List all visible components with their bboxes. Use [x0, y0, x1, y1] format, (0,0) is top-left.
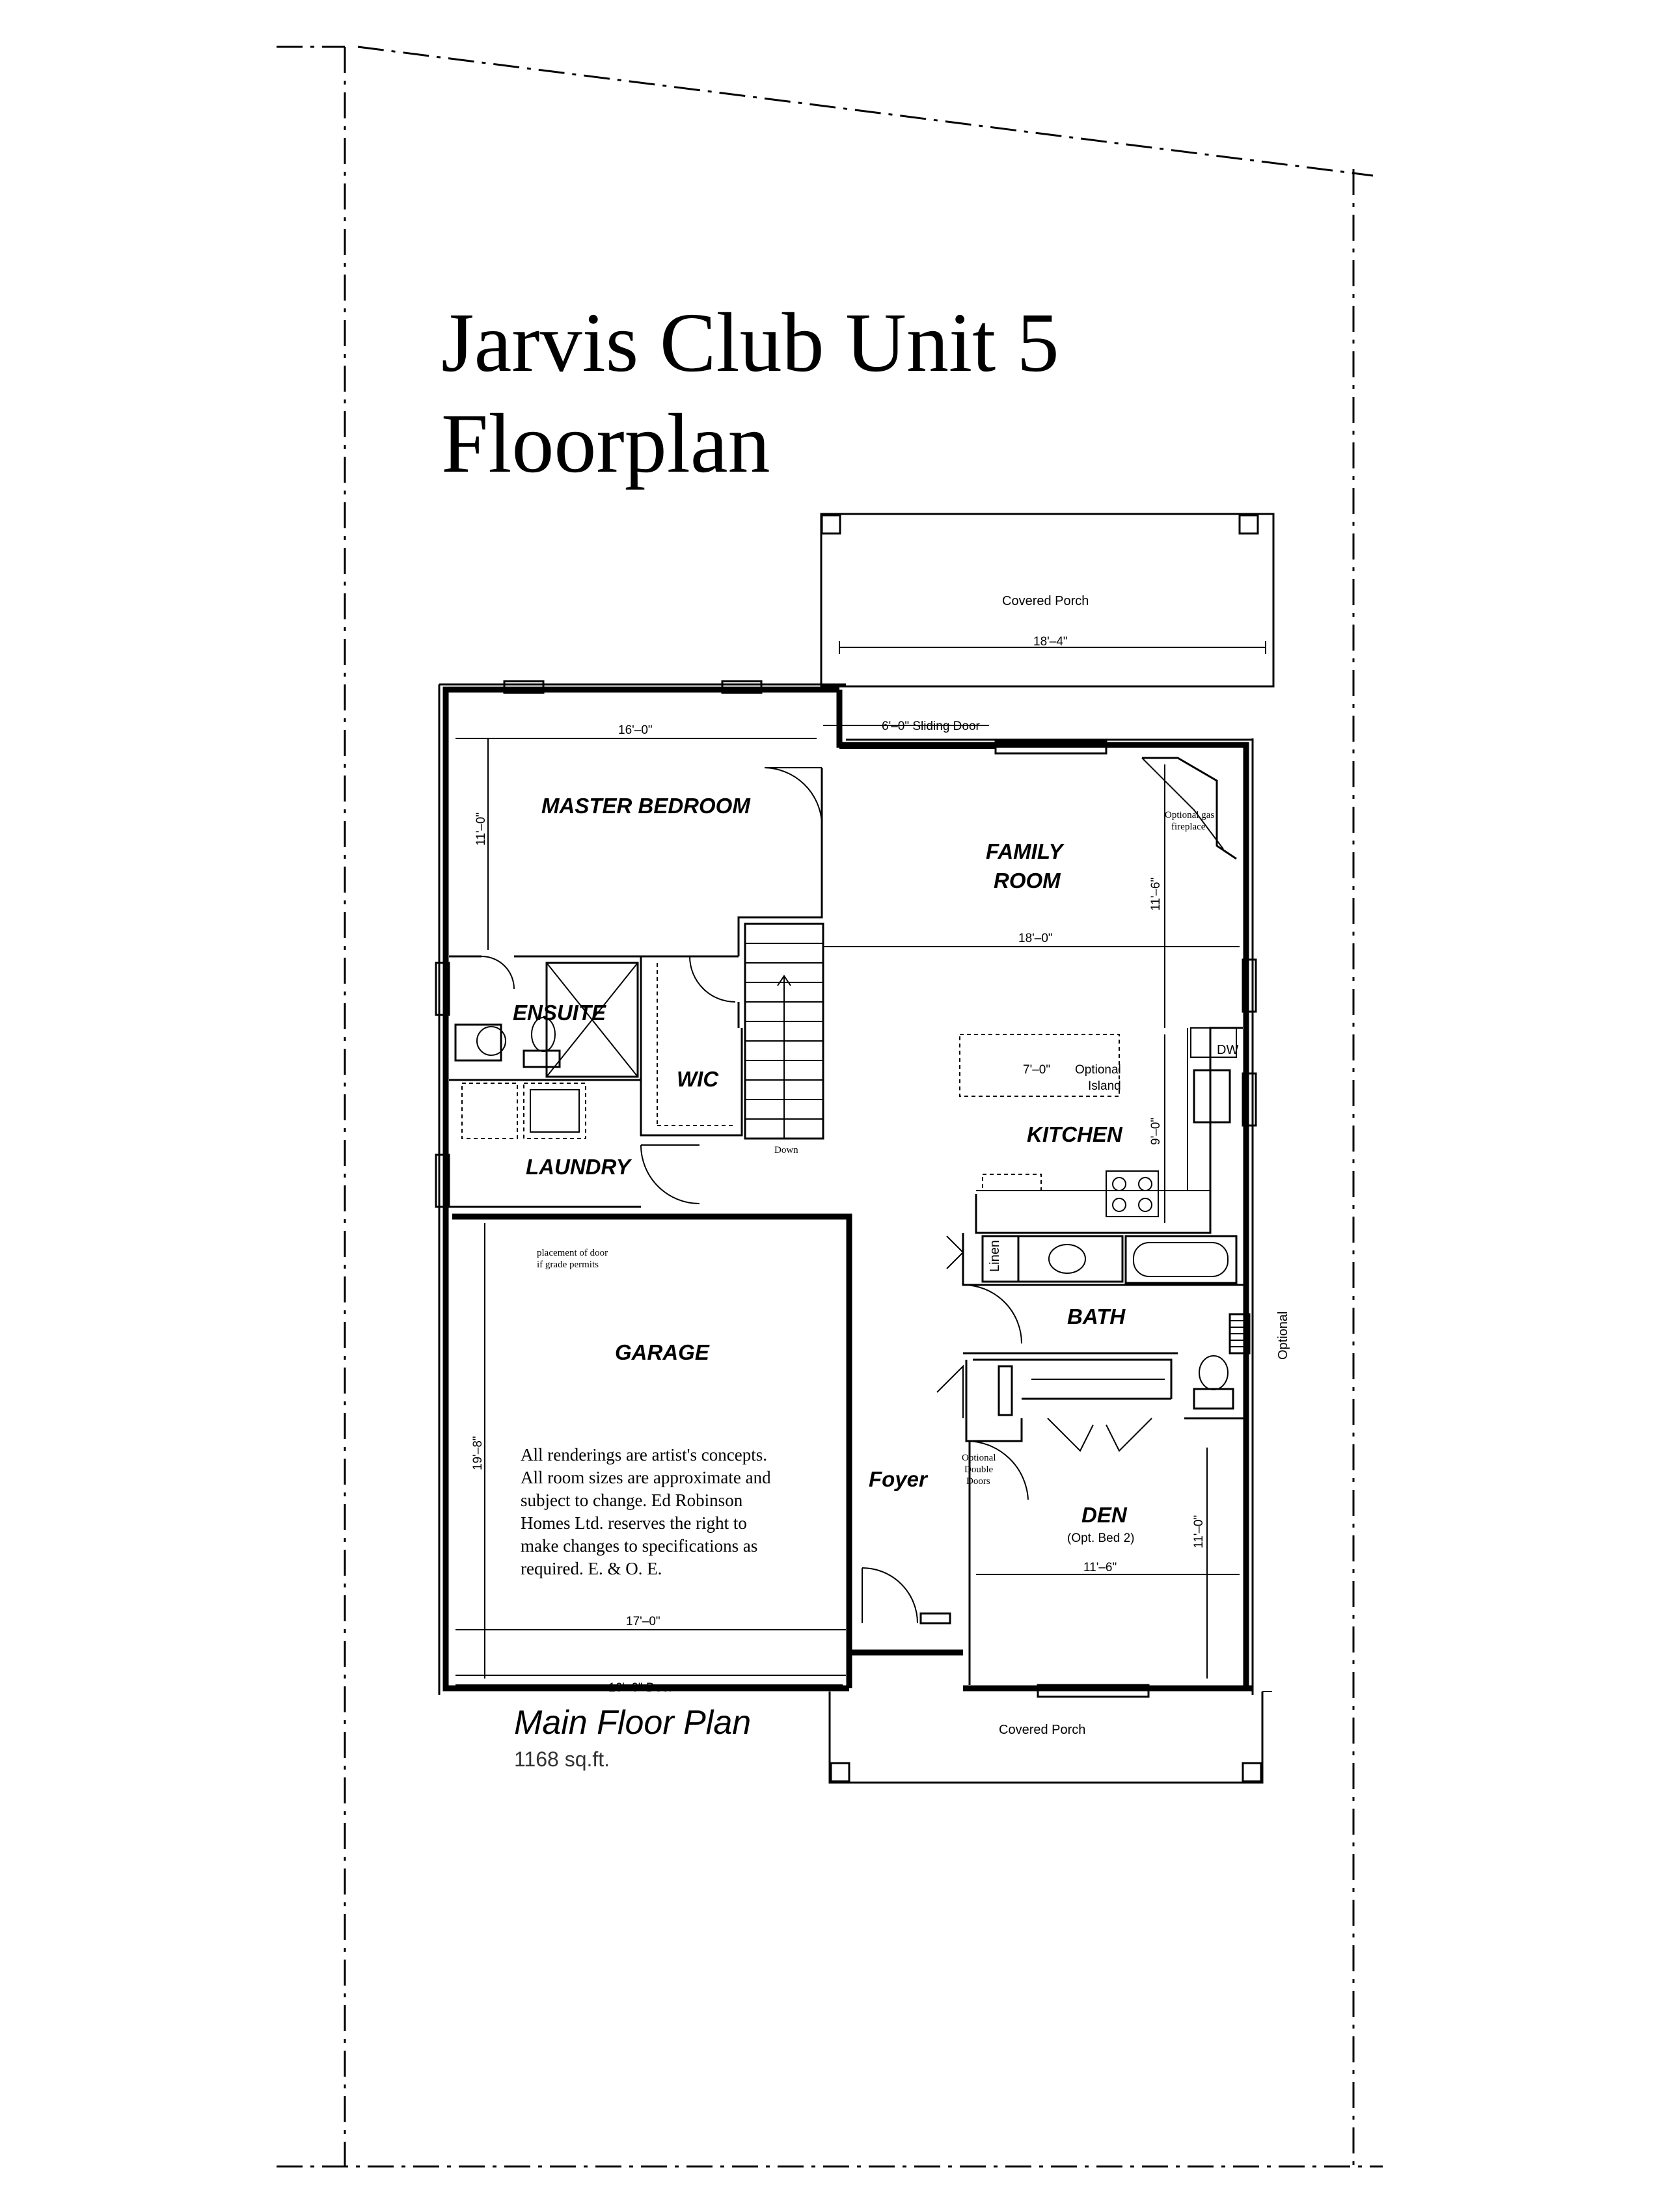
- sliding-door: [823, 725, 996, 749]
- room-label: ROOM: [994, 869, 1061, 893]
- rear-porch-label: Covered Porch: [1002, 594, 1089, 608]
- front-covered-porch: [828, 1691, 1272, 1784]
- den-width-dim: 11'–6": [1083, 1561, 1117, 1574]
- laundry-label: LAUNDRY: [526, 1155, 632, 1179]
- kitchen-fixtures: [959, 1027, 1243, 1234]
- sliding-door-dim: 6'–0" Sliding Door: [882, 720, 981, 733]
- wic-walls: [640, 956, 743, 1137]
- disclaimer-line: make changes to specifications as: [521, 1536, 757, 1556]
- family-depth-dim: 11'–6": [1149, 878, 1163, 911]
- wic-label: WIC: [677, 1067, 719, 1091]
- placement-note-1: placement of door: [537, 1248, 608, 1258]
- ensuite-label: ENSUITE: [513, 1001, 606, 1025]
- foyer-door: [862, 1567, 951, 1625]
- fireplace-note-2: fireplace: [1171, 822, 1206, 832]
- island-optional-label: Optional: [1075, 1063, 1121, 1077]
- opt-doors-note-3: Doors: [966, 1476, 990, 1487]
- placement-note-2: if grade permits: [537, 1260, 599, 1270]
- kitchen-label: KITCHEN: [1027, 1122, 1123, 1146]
- optional-window-label: Optional: [1276, 1312, 1290, 1360]
- garage-door-dim: 16'–0" Door: [608, 1681, 673, 1695]
- den-walls: [936, 1358, 1246, 1685]
- garage-label: GARAGE: [615, 1340, 710, 1364]
- den-sub-label: (Opt. Bed 2): [1067, 1531, 1135, 1545]
- fireplace-note-1: Optional gas: [1165, 810, 1214, 820]
- island-dim: 7'–0": [1023, 1063, 1050, 1077]
- dishwasher-label: DW: [1217, 1043, 1238, 1057]
- disclaimer-line: subject to change. Ed Robinson: [521, 1490, 743, 1510]
- opt-doors-note-2: Double: [964, 1464, 994, 1475]
- island-label: Island: [1088, 1079, 1121, 1093]
- disclaimer: All renderings are artist's concepts. Al…: [521, 1445, 771, 1578]
- opt-doors-note-1: Optional: [962, 1453, 996, 1463]
- master-depth-dim: 11'–0": [474, 813, 488, 846]
- fireplace: [1141, 757, 1237, 860]
- family-width-dim: 18'–0": [1018, 932, 1053, 945]
- plan-title-line-2: Floorplan: [441, 397, 770, 491]
- rear-covered-porch: [820, 513, 1275, 688]
- laundry-fixtures: [449, 1083, 700, 1208]
- den-depth-dim: 11'–0": [1192, 1515, 1206, 1548]
- stairs: [744, 923, 824, 1140]
- bath-walls: [946, 1233, 1246, 1410]
- stairs-down-label: Down: [774, 1145, 798, 1155]
- disclaimer-line: All room sizes are approximate and: [521, 1468, 771, 1487]
- den-label: DEN: [1081, 1503, 1128, 1527]
- master-width-dim: 16'–0": [618, 723, 653, 737]
- master-bedroom-walls: [449, 738, 823, 1028]
- front-porch-label: Covered Porch: [999, 1723, 1085, 1737]
- porch-width-dim: 18'–4": [1033, 635, 1068, 649]
- family-label: FAMILY: [986, 839, 1065, 863]
- disclaimer-line: All renderings are artist's concepts.: [521, 1445, 767, 1464]
- disclaimer-line: required. E. & O. E.: [521, 1559, 662, 1578]
- garage-depth-dim: 19'–8": [471, 1436, 485, 1470]
- bath-label: BATH: [1067, 1304, 1126, 1329]
- windows: [435, 680, 1257, 1698]
- plan-area: 1168 sq.ft.: [514, 1747, 610, 1771]
- disclaimer-line: Homes Ltd. reserves the right to: [521, 1513, 747, 1533]
- garage-width-dim: 17'–0": [626, 1615, 660, 1628]
- kitchen-depth-dim: 9'–0": [1149, 1118, 1163, 1145]
- plan-title-line-1: Jarvis Club Unit 5: [441, 296, 1059, 390]
- foyer-label: Foyer: [869, 1467, 929, 1491]
- linen-label: Linen: [988, 1240, 1002, 1272]
- master-bedroom-label: MASTER BEDROOM: [541, 794, 751, 818]
- garage-walls: [452, 1213, 852, 1686]
- lot-boundary: [277, 46, 1383, 2168]
- plan-caption: Main Floor Plan: [514, 1704, 751, 1742]
